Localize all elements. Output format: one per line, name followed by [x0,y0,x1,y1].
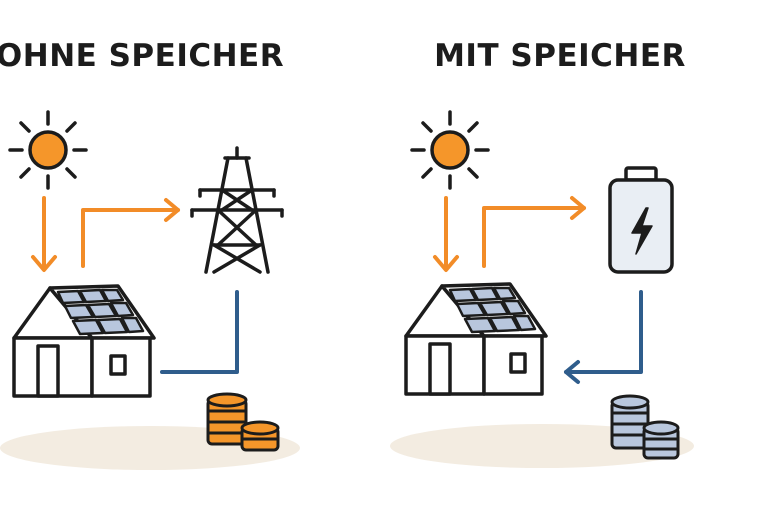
solar-panels [56,288,145,336]
house-to-grid-arrow [81,198,180,268]
solar-to-house-arrow [31,196,57,272]
house-to-battery-arrow [482,196,586,268]
diagram-with-storage [390,110,694,468]
coins-icon [206,392,280,452]
house-with-solar-panels-icon [12,284,156,398]
panel-title: MIT SPEICHER [434,38,686,74]
power-pylon-icon [190,146,284,274]
panel-title: OHNE SPEICHER [0,38,285,74]
coins-icon [610,394,680,460]
battery-icon [608,166,674,274]
battery-to-house-arrow [564,290,643,384]
sun-icon [410,110,490,190]
solar-to-house-arrow [433,196,459,272]
diagram-without-storage [0,110,300,470]
sun-icon [8,110,88,190]
panel-with-storage: MIT SPEICHER [384,0,768,512]
house-with-solar-panels-icon [404,282,548,396]
grid-to-coins-line [160,290,239,374]
panel-without-storage: OHNE SPEICHER [0,38,300,470]
solar-panels [448,286,537,334]
